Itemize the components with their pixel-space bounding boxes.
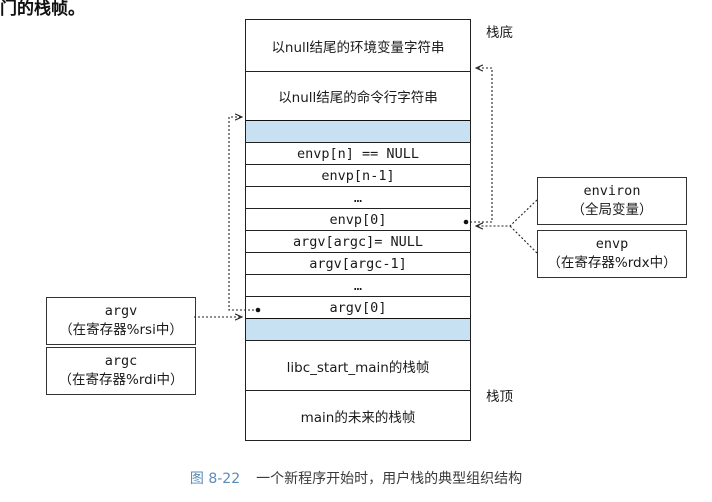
environ-pointer-arrow	[476, 199, 538, 226]
envp-pointer-arrow	[509, 225, 538, 254]
environ-callout: environ （全局变量）	[537, 177, 687, 225]
figure-number: 图 8-22	[189, 471, 241, 487]
environ-callout-name: environ	[583, 183, 641, 199]
stack-padding-bottom	[245, 319, 471, 341]
envp-callout-desc: （在寄存器%rdx中）	[547, 255, 677, 271]
libc-start-main-frame-cell: libc_start_main的栈帧	[245, 341, 471, 391]
main-future-frame-cell: main的未来的栈帧	[245, 391, 471, 441]
env-strings-cell: 以null结尾的环境变量字符串	[245, 19, 471, 72]
stack-padding-top	[245, 121, 471, 143]
argv-argc-minus-1-cell: argv[argc-1]	[245, 253, 471, 275]
argv-argc-cell: argv[argc]= NULL	[245, 231, 471, 253]
envp-n-cell: envp[n] == NULL	[245, 143, 471, 165]
argc-callout-name: argc	[104, 353, 138, 369]
argc-callout-desc: （在寄存器%rdi中）	[58, 372, 184, 388]
envp-callout: envp （在寄存器%rdx中）	[537, 230, 687, 278]
environ-callout-desc: （全局变量）	[571, 202, 653, 218]
argv-callout-name: argv	[104, 303, 138, 319]
envp-ellipsis-cell: …	[245, 187, 471, 209]
envp-0-cell: envp[0]	[245, 209, 471, 231]
argc-callout: argc （在寄存器%rdi中）	[46, 347, 196, 395]
figure-caption-text: 一个新程序开始时，用户栈的典型组织结构	[256, 471, 523, 487]
envp-callout-name: envp	[595, 236, 629, 252]
stack-top-label: 栈顶	[486, 389, 513, 405]
argv-ellipsis-cell: …	[245, 275, 471, 297]
top-fragment-text: 门的栈帧。	[0, 0, 85, 19]
cmdline-strings-cell: 以null结尾的命令行字符串	[245, 71, 471, 122]
stack-bottom-label: 栈底	[486, 25, 513, 41]
figure-caption: 图 8-22 一个新程序开始时，用户栈的典型组织结构	[0, 468, 712, 488]
envp-n-minus-1-cell: envp[n-1]	[245, 165, 471, 187]
argv-callout-desc: （在寄存器%rsi中）	[59, 322, 183, 338]
user-stack: 以null结尾的环境变量字符串以null结尾的命令行字符串 envp[n] == …	[245, 19, 471, 449]
argv-callout: argv （在寄存器%rsi中）	[46, 297, 196, 345]
argv-0-cell: argv[0]	[245, 297, 471, 320]
